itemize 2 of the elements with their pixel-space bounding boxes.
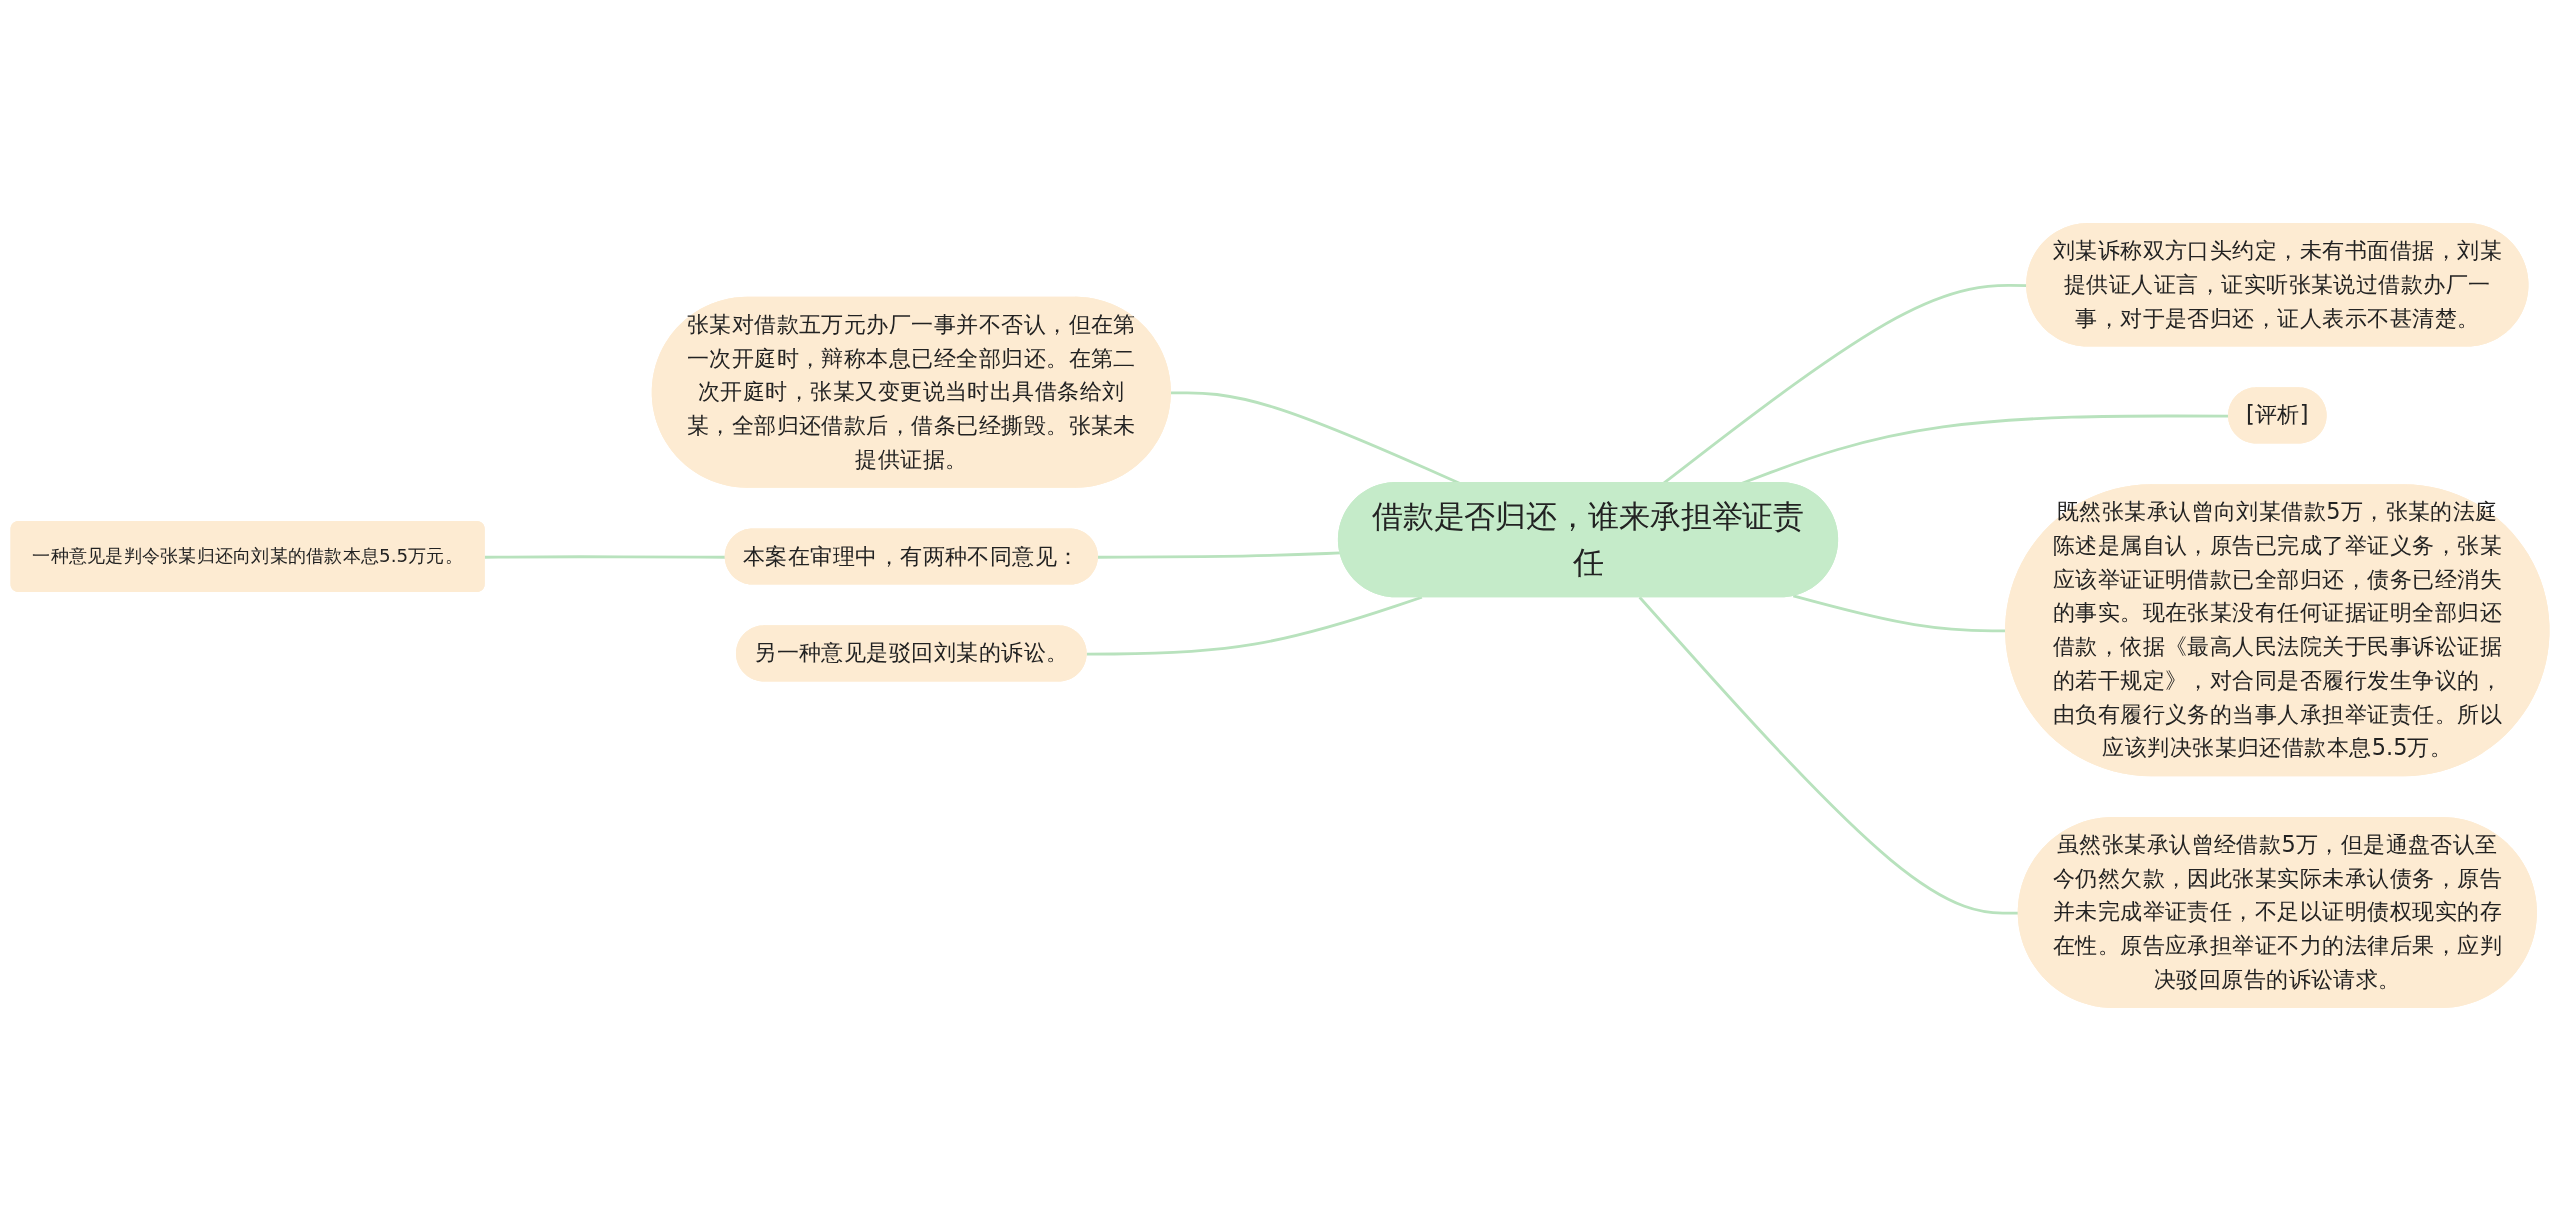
connector: [1097, 551, 1341, 559]
connector: [1086, 595, 1423, 656]
